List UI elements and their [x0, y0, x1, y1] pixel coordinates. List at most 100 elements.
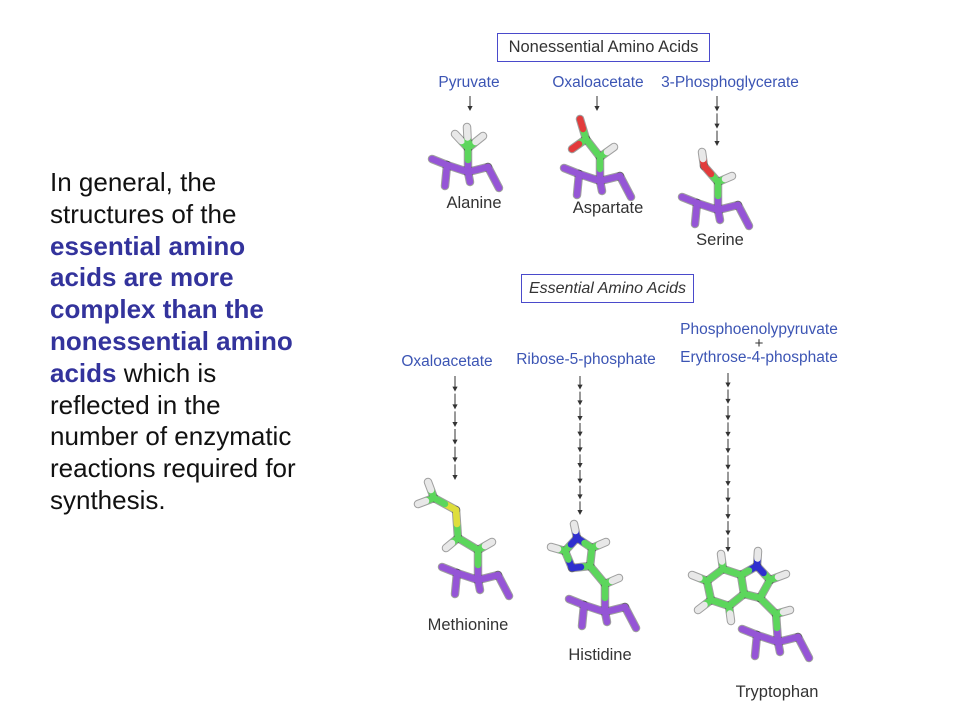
- bond-stick: [740, 212, 753, 230]
- paragraph-line: In general, the: [50, 167, 320, 199]
- arrow-head: [725, 464, 731, 470]
- bond-stick: [570, 520, 579, 535]
- nonessential-title-box: Nonessential Amino Acids: [497, 33, 710, 62]
- bond-stick: [754, 547, 762, 562]
- methionine-molecule: [413, 477, 514, 601]
- bond-stick: [578, 612, 587, 630]
- reaction-step-arrow: [725, 471, 731, 487]
- reaction-step-arrow: [577, 423, 583, 437]
- bond-stick: [779, 606, 794, 616]
- text-run: essential amino: [50, 230, 246, 261]
- precursor-label: Erythrose-4-phosphate: [680, 349, 838, 366]
- bond-stick: [441, 172, 450, 190]
- precursor-label: Oxaloacetate: [552, 74, 644, 91]
- bond-stick: [576, 115, 587, 133]
- reaction-step-arrow: [714, 113, 720, 129]
- reaction-step-arrow: [577, 391, 583, 406]
- paragraph-line: complex than the: [50, 294, 320, 326]
- text-run: which is: [116, 357, 217, 388]
- reaction-step-arrow: [467, 96, 473, 111]
- paragraph-line: number of enzymatic: [50, 421, 320, 453]
- reaction-step-arrow: [577, 485, 583, 500]
- arrow-head: [725, 398, 731, 404]
- reaction-step-arrow: [452, 464, 458, 480]
- paragraph-line: acids which is: [50, 358, 320, 390]
- bond-stick: [775, 643, 784, 656]
- bond-stick: [414, 497, 430, 508]
- product-label: Aspartate: [572, 199, 644, 217]
- bond-stick: [428, 155, 443, 166]
- bond-stick: [717, 550, 726, 565]
- arrow-head: [725, 382, 731, 388]
- bond-stick: [688, 571, 703, 582]
- bond-stick: [547, 543, 562, 553]
- reaction-step-arrow: [725, 405, 731, 421]
- paragraph-line: structures of the: [50, 199, 320, 231]
- reaction-step-arrow: [452, 429, 458, 445]
- paragraph-line: essential amino: [50, 231, 320, 263]
- bond-stick: [597, 182, 606, 195]
- essential-title: Essential Amino Acids: [528, 279, 687, 297]
- arrow-head: [577, 447, 583, 453]
- text-run: acids: [50, 357, 117, 388]
- oxaloacetate-to-aspartate-arrows: [594, 96, 600, 111]
- bond-stick: [442, 539, 456, 552]
- arrow-head: [452, 386, 458, 392]
- histidine-molecule: [546, 519, 641, 633]
- reaction-step-arrow: [452, 393, 458, 410]
- bond-stick: [698, 148, 707, 163]
- paragraph-line: reactions required for: [50, 453, 320, 485]
- text-run: reactions required for: [50, 453, 296, 484]
- arrow-head: [714, 141, 720, 146]
- arrow-head: [452, 422, 458, 427]
- paragraph-line: nonessential amino: [50, 326, 320, 358]
- reaction-step-arrow: [577, 376, 583, 390]
- text-run: nonessential amino: [50, 325, 293, 356]
- ribose-phosphate-to-histidine-arrows: [577, 376, 583, 515]
- bond-stick: [715, 211, 724, 224]
- nonessential-title: Nonessential Amino Acids: [508, 38, 699, 56]
- essential-title-box: Essential Amino Acids: [521, 274, 694, 303]
- arrow-head: [577, 431, 583, 437]
- bond-stick: [424, 478, 435, 494]
- reaction-step-arrow: [725, 422, 731, 437]
- arrow-head: [725, 431, 731, 437]
- paragraph-line: acids are more: [50, 262, 320, 294]
- arrow-head: [714, 123, 720, 129]
- arrow-head: [452, 404, 458, 410]
- bond-stick: [573, 181, 582, 199]
- reaction-step-arrow: [577, 438, 583, 453]
- precursor-label: Pyruvate: [438, 74, 500, 91]
- bond-stick: [627, 614, 640, 632]
- bond-stick: [565, 595, 580, 606]
- bond-stick: [595, 538, 610, 549]
- reaction-step-arrow: [714, 130, 720, 146]
- product-label: Alanine: [446, 194, 502, 212]
- arrow-head: [725, 415, 731, 421]
- text-run: number of enzymatic: [50, 421, 292, 452]
- bond-stick: [694, 601, 708, 614]
- phosphoglycerate-to-serine-arrows: [714, 96, 720, 146]
- arrow-head: [452, 475, 458, 480]
- product-label: Tryptophan: [735, 683, 819, 701]
- bond-stick: [481, 538, 496, 550]
- bond-stick: [475, 581, 484, 594]
- reaction-step-arrow: [725, 389, 731, 404]
- arrow-head: [452, 457, 458, 463]
- reaction-step-arrow: [577, 470, 583, 484]
- pep-erythrose-to-tryptophan-arrows: [725, 373, 731, 552]
- arrow-head: [714, 106, 720, 112]
- bond-stick: [691, 210, 700, 228]
- bond-stick: [738, 625, 753, 636]
- pyruvate-to-alanine-arrows: [467, 96, 473, 111]
- bond-stick: [774, 570, 790, 581]
- text-run: synthesis.: [50, 484, 166, 515]
- tryptophan-molecule: [687, 546, 814, 663]
- bond-stick: [500, 582, 513, 600]
- bond-stick: [560, 164, 575, 175]
- text-run: structures of the: [50, 198, 237, 229]
- product-label: Methionine: [427, 616, 509, 634]
- arrow-head: [452, 439, 458, 445]
